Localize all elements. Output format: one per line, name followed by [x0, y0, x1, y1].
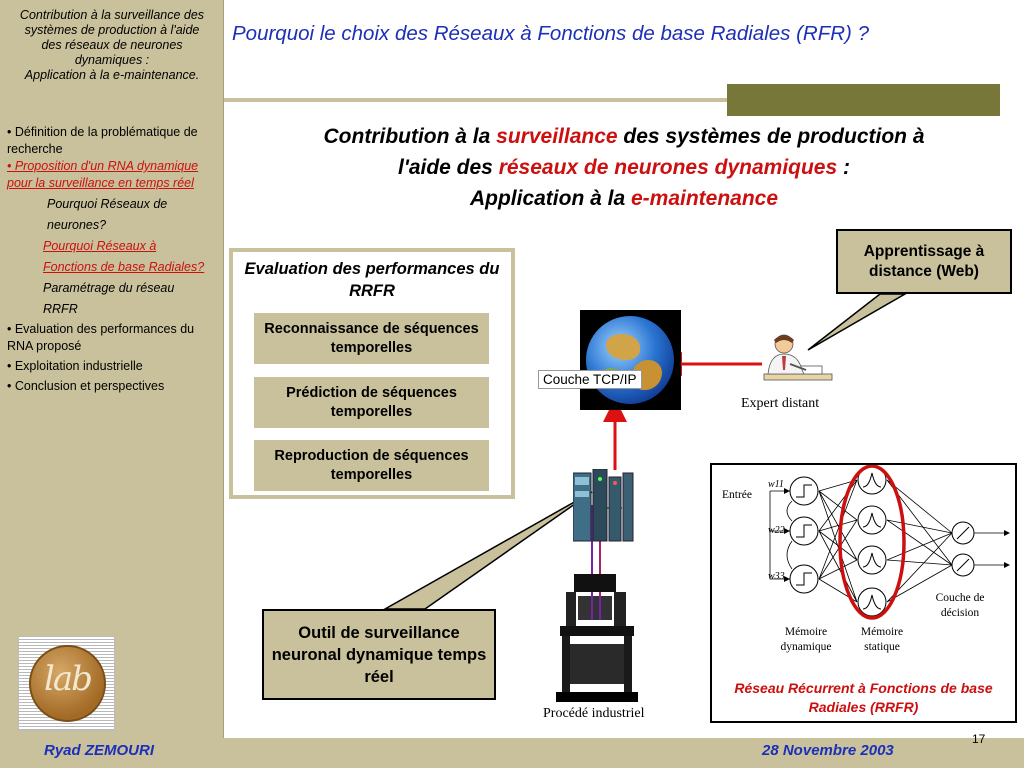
tcp-ip-label: Couche TCP/IP — [538, 370, 642, 389]
reconnaissance-button[interactable]: Reconnaissance de séquences temporelles — [254, 313, 489, 364]
logo-disc — [29, 645, 106, 722]
main-title-text: Application à la — [469, 187, 631, 210]
sidebar-title-line: des réseaux de neurones — [41, 38, 183, 52]
page-title: Pourquoi le choix des Réseaux à Fonction… — [232, 22, 869, 45]
decision-neurons — [951, 521, 975, 577]
outil-callout: Outil de surveillance neuronal dynamique… — [262, 609, 496, 700]
main-title: Contribution à la surveillance des systè… — [236, 121, 1012, 214]
globe-icon — [580, 310, 681, 410]
label-line: Couche de — [935, 592, 985, 604]
sidebar-sub-rfr-2[interactable]: Fonctions de base Radiales? — [43, 260, 205, 274]
linear-symbols — [956, 526, 970, 572]
main-title-text: Contribution à la — [323, 125, 497, 148]
sidebar-sub-reseaux-neurones-2[interactable]: neurones? — [47, 218, 107, 232]
prediction-button[interactable]: Prédiction de séquences temporelles — [254, 377, 489, 428]
output-arrows — [784, 488, 1010, 582]
main-title-line-2: l'aide des réseaux de neurones dynamique… — [236, 152, 1012, 183]
globe-sphere — [586, 316, 674, 404]
sidebar-sub-parametrage-1[interactable]: Paramétrage du réseau — [43, 281, 175, 295]
sidebar-item-evaluation[interactable]: • Evaluation des performances du RNA pro… — [7, 322, 195, 353]
dynamic-neuron-symbols — [796, 484, 812, 586]
memoire-statique-label: Mémoire statique — [850, 625, 914, 655]
reproduction-button[interactable]: Reproduction de séquences temporelles — [254, 440, 489, 491]
globe-land — [606, 334, 640, 360]
label-line: dynamique — [780, 641, 832, 653]
sidebar-sub-reseaux-neurones-1[interactable]: Pourquoi Réseaux de — [47, 197, 168, 211]
sidebar-sub-parametrage-2[interactable]: RRFR — [43, 302, 78, 316]
rrfr-diagram: Entrée w11 w22 w33 Mémoire dynamique Mém… — [710, 463, 1017, 723]
sidebar-title: Contribution à la surveillance des systè… — [4, 8, 220, 83]
footer-date: 28 Novembre 2003 — [762, 742, 894, 759]
sidebar-sub-rfr-1[interactable]: Pourquoi Réseaux à — [43, 239, 157, 253]
label-line: décision — [940, 607, 980, 619]
sidebar: Contribution à la surveillance des systè… — [0, 0, 224, 738]
sidebar-item-conclusion[interactable]: • Conclusion et perspectives — [7, 379, 165, 393]
machine-icon — [556, 574, 638, 702]
evaluation-title: Evaluation des performances du RRFR — [244, 260, 500, 300]
label-line: Mémoire — [860, 626, 904, 638]
rrfr-network-svg — [769, 465, 1010, 620]
main-title-text: : — [837, 156, 850, 179]
sidebar-title-line: systèmes de production à l'aide — [24, 23, 200, 37]
main-title-highlight: e-maintenance — [630, 187, 779, 210]
main-title-text: des systèmes de production à — [617, 125, 925, 148]
gaussian-symbols — [862, 472, 882, 610]
sidebar-title-line: Application à la e-maintenance. — [24, 68, 200, 82]
footer-author: Ryad ZEMOURI — [44, 742, 155, 759]
evaluation-panel: Evaluation des performances du RRFR Reco… — [229, 248, 515, 499]
memoire-statique-neurons — [857, 465, 887, 617]
apprentissage-callout: Apprentissage à distance (Web) — [836, 229, 1012, 294]
lab-logo: lab — [18, 636, 115, 731]
expert-label: Expert distant — [741, 396, 820, 411]
procede-label: Procédé industriel — [543, 706, 645, 721]
footer: Ryad ZEMOURI 28 Novembre 2003 — [0, 738, 1024, 768]
weight-label: w33 — [768, 571, 785, 582]
memoire-dynamique-label: Mémoire dynamique — [774, 625, 838, 655]
label-line: Mémoire — [784, 626, 828, 638]
rrfr-caption: Réseau Récurrent à Fonctions de base Rad… — [734, 680, 993, 715]
weight-label: w11 — [768, 479, 784, 490]
page-number: 17 — [972, 732, 986, 746]
header-divider — [224, 98, 1000, 102]
main-title-highlight: surveillance — [496, 125, 618, 148]
sidebar-title-line: dynamiques : — [74, 53, 150, 67]
entree-label: Entrée — [722, 489, 753, 501]
main-title-highlight: réseaux de neurones dynamiques — [498, 156, 838, 179]
header-accent-bar — [727, 84, 1000, 116]
logo-text: lab — [44, 659, 93, 699]
label-line: statique — [864, 641, 900, 653]
main-title-line-3: Application à la e-maintenance — [236, 183, 1012, 214]
sidebar-menu: • Définition de la problématique de rech… — [7, 124, 221, 395]
server-icon — [573, 469, 634, 542]
main-title-line-1: Contribution à la surveillance des systè… — [236, 121, 1012, 152]
network-connections — [769, 479, 1004, 603]
weight-label: w22 — [768, 525, 785, 536]
sidebar-item-proposition[interactable]: • Proposition d'un RNA dynamique pour la… — [7, 159, 199, 190]
sidebar-title-line: Contribution à la surveillance des — [19, 8, 205, 22]
couche-decision-label: Couche de décision — [924, 591, 996, 621]
statique-highlight-ellipse — [838, 465, 906, 620]
main-title-text: l'aide des — [397, 156, 499, 179]
sidebar-item-exploitation[interactable]: • Exploitation industrielle — [7, 359, 143, 373]
expert-icon — [763, 334, 833, 381]
sidebar-item-problematique[interactable]: • Définition de la problématique de rech… — [7, 125, 198, 156]
